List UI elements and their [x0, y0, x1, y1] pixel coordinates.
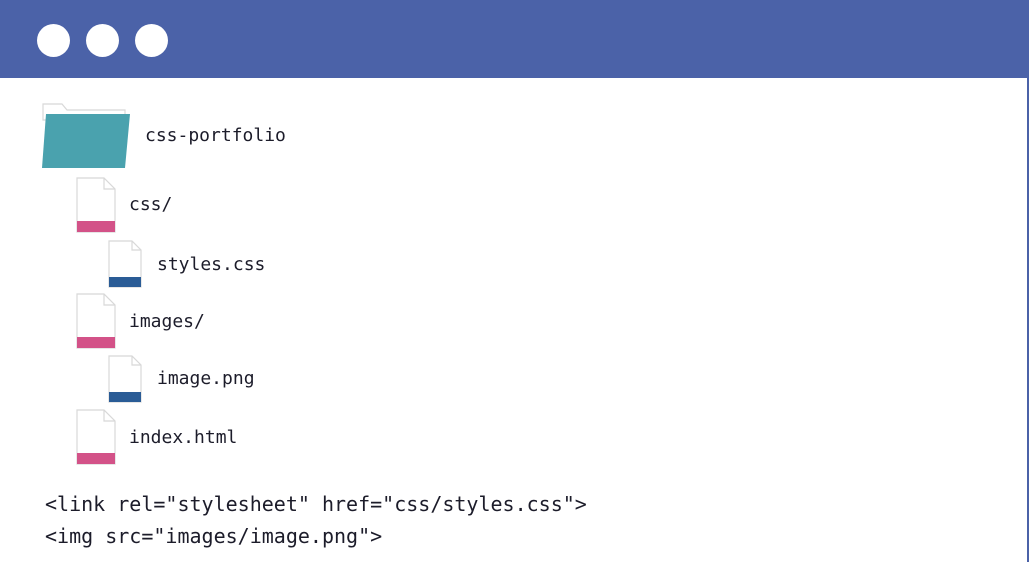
file-icon	[76, 177, 116, 233]
tree-item-label: index.html	[129, 427, 238, 448]
file-icon	[108, 240, 142, 288]
code-line-link: <link rel="stylesheet" href="css/styles.…	[45, 492, 587, 516]
file-icon	[76, 409, 116, 465]
tree-root-label: css-portfolio	[145, 125, 286, 146]
window-control-dot[interactable]	[37, 24, 70, 57]
code-line-img: <img src="images/image.png">	[45, 524, 383, 548]
tree-item-label: images/	[129, 311, 205, 332]
file-icon	[108, 355, 142, 403]
window-border	[1027, 78, 1029, 562]
file-icon	[76, 293, 116, 349]
folder-icon	[42, 103, 130, 168]
title-bar	[0, 0, 1029, 78]
tree-item-label: css/	[129, 194, 173, 215]
window-control-dot[interactable]	[135, 24, 168, 57]
tree-item-label: styles.css	[157, 254, 266, 275]
window-control-dot[interactable]	[86, 24, 119, 57]
tree-item-label: image.png	[157, 368, 255, 389]
code-snippet: <link rel="stylesheet" href="css/styles.…	[45, 488, 587, 552]
